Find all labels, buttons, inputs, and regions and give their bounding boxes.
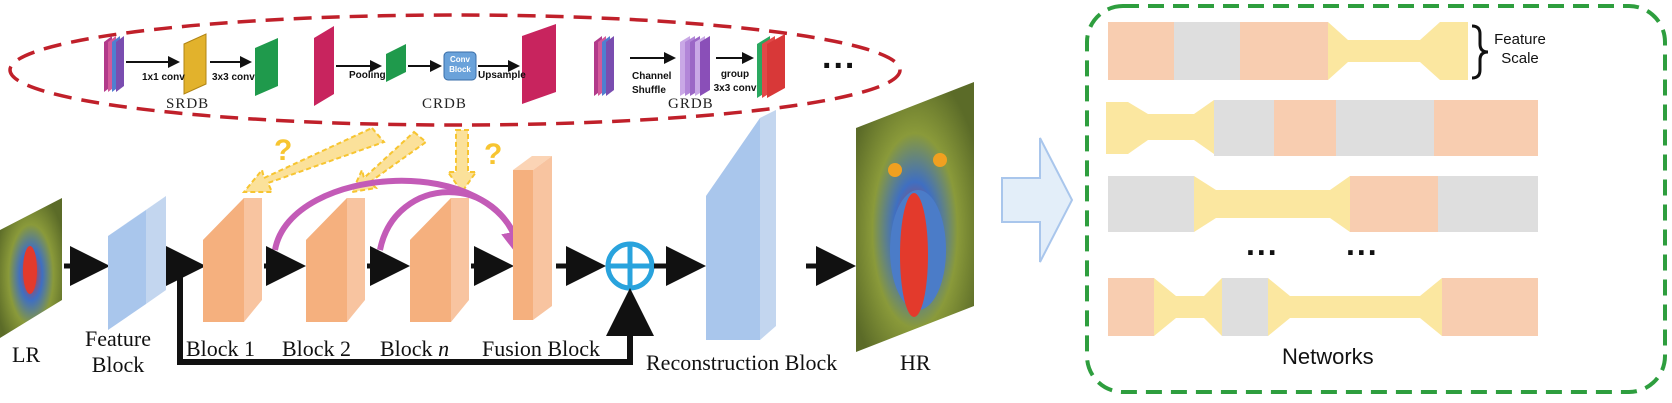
networks-ellipsis-1: ... [1246, 226, 1279, 262]
network-row-2 [1106, 100, 1538, 156]
srdb-module [104, 33, 278, 96]
label-block-1: Block 1 [186, 336, 256, 361]
label-srdb: SRDB [166, 96, 210, 112]
hr-image [856, 82, 974, 352]
label-grdb: GRDB [668, 96, 714, 112]
label-feature-scale: Feature Scale [1494, 31, 1546, 67]
label-hr: HR [900, 350, 931, 375]
label-lr: LR [12, 342, 41, 367]
reconstruction-block [706, 110, 776, 340]
feature-block [108, 196, 166, 330]
network-row-3 [1108, 176, 1538, 232]
yellow-arrows [241, 126, 478, 194]
module-ellipsis: ... [822, 38, 857, 76]
label-reconstruction-block: Reconstruction Block [646, 350, 838, 375]
grdb-module [594, 34, 785, 98]
label-pooling: Pooling [349, 70, 386, 81]
block-n [410, 198, 469, 322]
label-feature-block: Feature Block [85, 326, 151, 377]
block-2 [306, 198, 365, 322]
fusion-block [513, 156, 552, 320]
label-crdb: CRDB [422, 96, 467, 112]
label-fusion-block: Fusion Block [482, 336, 600, 361]
module-ellipse [8, 13, 902, 127]
networks-ellipsis-2: ... [1346, 226, 1379, 262]
label-upsample: Upsample [478, 70, 526, 81]
question-mark-2: ? [484, 138, 503, 171]
network-row-1 [1108, 22, 1468, 80]
networks-panel [1085, 4, 1667, 394]
label-networks: Networks [1282, 344, 1374, 369]
crdb-module [314, 24, 556, 106]
lr-image [0, 198, 62, 338]
transition-arrow [1001, 137, 1074, 263]
label-block-n-text: Block [380, 336, 439, 361]
label-channel-shuffle: Channel Shuffle [632, 71, 672, 96]
label-3x3-conv: 3x3 conv [212, 72, 255, 83]
label-conv-block: Conv Block [449, 55, 471, 74]
label-block-2: Block 2 [282, 336, 352, 361]
skip-connection [177, 270, 654, 365]
label-block-n: Block n [380, 336, 449, 362]
magenta-arrows [272, 177, 531, 261]
feature-scale-brace [1471, 24, 1489, 80]
block-1 [203, 198, 262, 322]
element-wise-sum [605, 241, 655, 291]
question-mark-1: ? [274, 134, 293, 167]
label-group-conv: group 3x3 conv [713, 69, 757, 94]
label-block-n-var: n [438, 336, 450, 361]
label-1x1-conv: 1x1 conv [142, 72, 185, 83]
network-row-4 [1108, 278, 1538, 336]
